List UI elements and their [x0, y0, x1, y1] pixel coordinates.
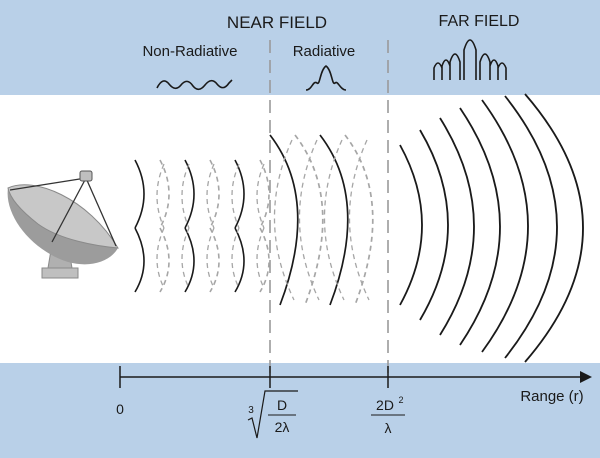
near-field-wave-arc — [156, 227, 165, 289]
radiative-wave-arc — [273, 139, 295, 301]
radiative-label: Radiative — [293, 43, 356, 60]
near-field-wave-arc — [159, 159, 170, 229]
boundary-1-denominator: 2λ — [275, 419, 290, 435]
non-radiative-pattern-icon — [156, 79, 233, 91]
far-boundary-formula: 2D 2 λ — [371, 395, 405, 436]
near-field-wave-arc — [134, 227, 145, 293]
axis-band — [0, 363, 600, 458]
far-field-wave-arc — [399, 144, 423, 306]
far-field-wave-arc — [504, 95, 558, 359]
radiative-wave-arc — [294, 134, 324, 306]
radiative-wave-arc — [348, 139, 370, 301]
satellite-dish-icon — [7, 170, 119, 279]
non-radiative-label: Non-Radiative — [142, 43, 237, 60]
near-field-wave-arc — [234, 227, 245, 293]
boundary-2-numerator: 2D — [376, 397, 394, 413]
header-band — [0, 0, 600, 95]
near-field-wave-arc — [206, 227, 215, 289]
near-boundary-formula: 3 D 2λ — [247, 390, 298, 439]
far-field-wave-arc — [439, 117, 475, 336]
boundary-2-denominator: λ — [385, 420, 392, 436]
far-field-wave-arc — [419, 129, 449, 321]
wave-fronts — [134, 93, 584, 363]
far-field-title: FAR FIELD — [439, 13, 520, 30]
far-field-wave-arc — [481, 99, 529, 353]
radiative-wave-arc — [319, 134, 349, 306]
radiative-wave-arc — [344, 134, 374, 306]
range-label: Range (r) — [520, 388, 583, 405]
axis-arrow-icon — [580, 371, 592, 383]
radical-sign-icon — [247, 390, 298, 439]
far-field-wave-arc — [524, 93, 584, 363]
near-field-wave-arc — [209, 159, 220, 229]
boundary-1-numerator: D — [277, 397, 287, 413]
near-field-wave-arc — [259, 159, 270, 229]
radiative-pattern-icon — [305, 65, 347, 91]
far-field-wave-arc — [459, 107, 501, 346]
near-field-title: NEAR FIELD — [227, 13, 327, 32]
near-field-wave-arc — [256, 227, 265, 289]
near-field-wave-arc — [134, 159, 145, 229]
boundary-2-exponent: 2 — [398, 395, 403, 405]
radiative-wave-arc — [323, 139, 345, 301]
near-field-wave-arc — [231, 227, 240, 289]
root-index: 3 — [248, 405, 254, 416]
origin-label: 0 — [116, 401, 124, 417]
far-field-pattern-icon — [433, 39, 507, 80]
near-field-wave-arc — [184, 227, 195, 293]
radiative-wave-arc — [298, 139, 320, 301]
near-field-wave-arc — [181, 227, 190, 289]
radiative-wave-arc — [269, 134, 299, 306]
